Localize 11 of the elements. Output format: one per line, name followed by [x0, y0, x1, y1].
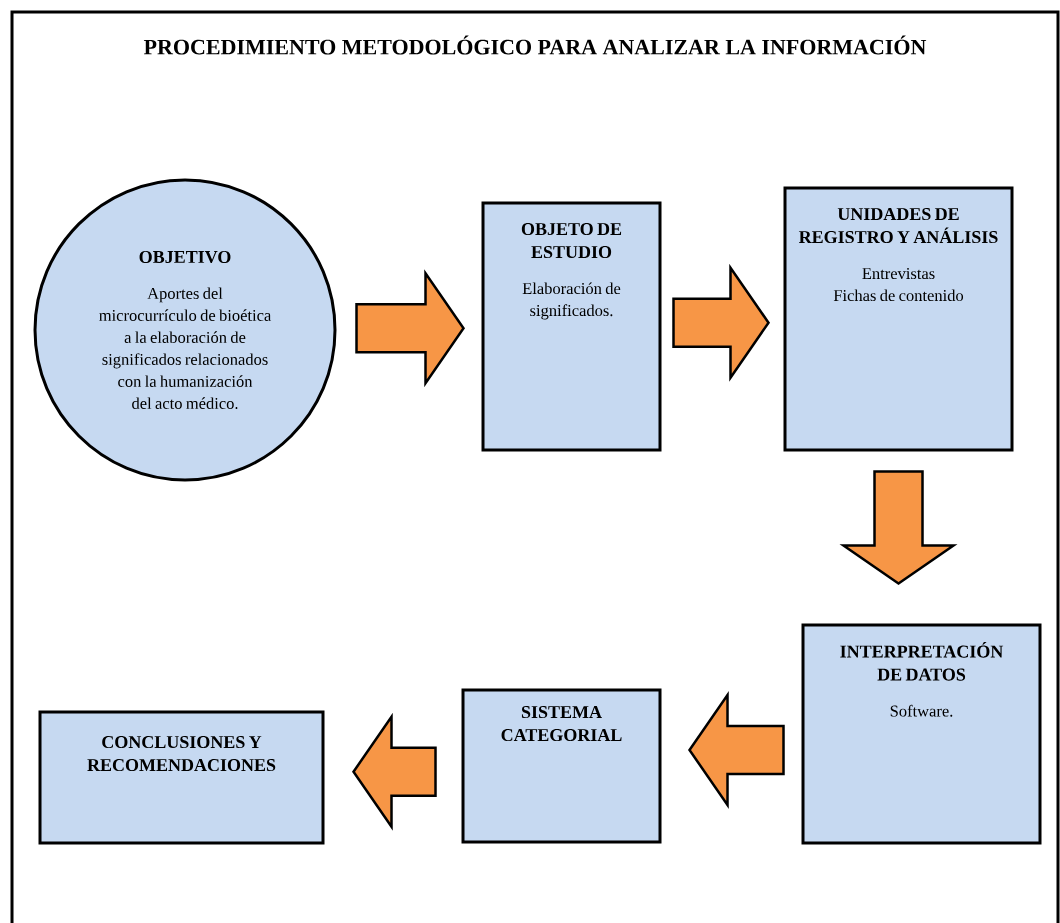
process-box: OBJETO DE ESTUDIO Elaboración de significados. — [481, 201, 662, 452]
process-box: SISTEMA CATEGORIAL — [461, 688, 662, 844]
title: PROCEDIMIENTO METODOLÓGICO PARA ANALIZAR LA INFORMACIÓN — [143, 35, 927, 55]
process-box: CONCLUSIONES Y RECOMENDACIONES — [38, 710, 325, 845]
block-arrow — [672, 263, 771, 382]
block-arrow — [355, 269, 466, 388]
block-arrow — [352, 712, 437, 831]
process-box: UNIDADES DE REGISTRO Y ANÁLISIS Entrevistas Fichas de contenido — [783, 186, 1014, 452]
block-arrow — [688, 690, 785, 809]
process-box: INTERPRETACIÓN DE DATOS Software. — [801, 623, 1042, 845]
block-arrow — [839, 470, 958, 585]
